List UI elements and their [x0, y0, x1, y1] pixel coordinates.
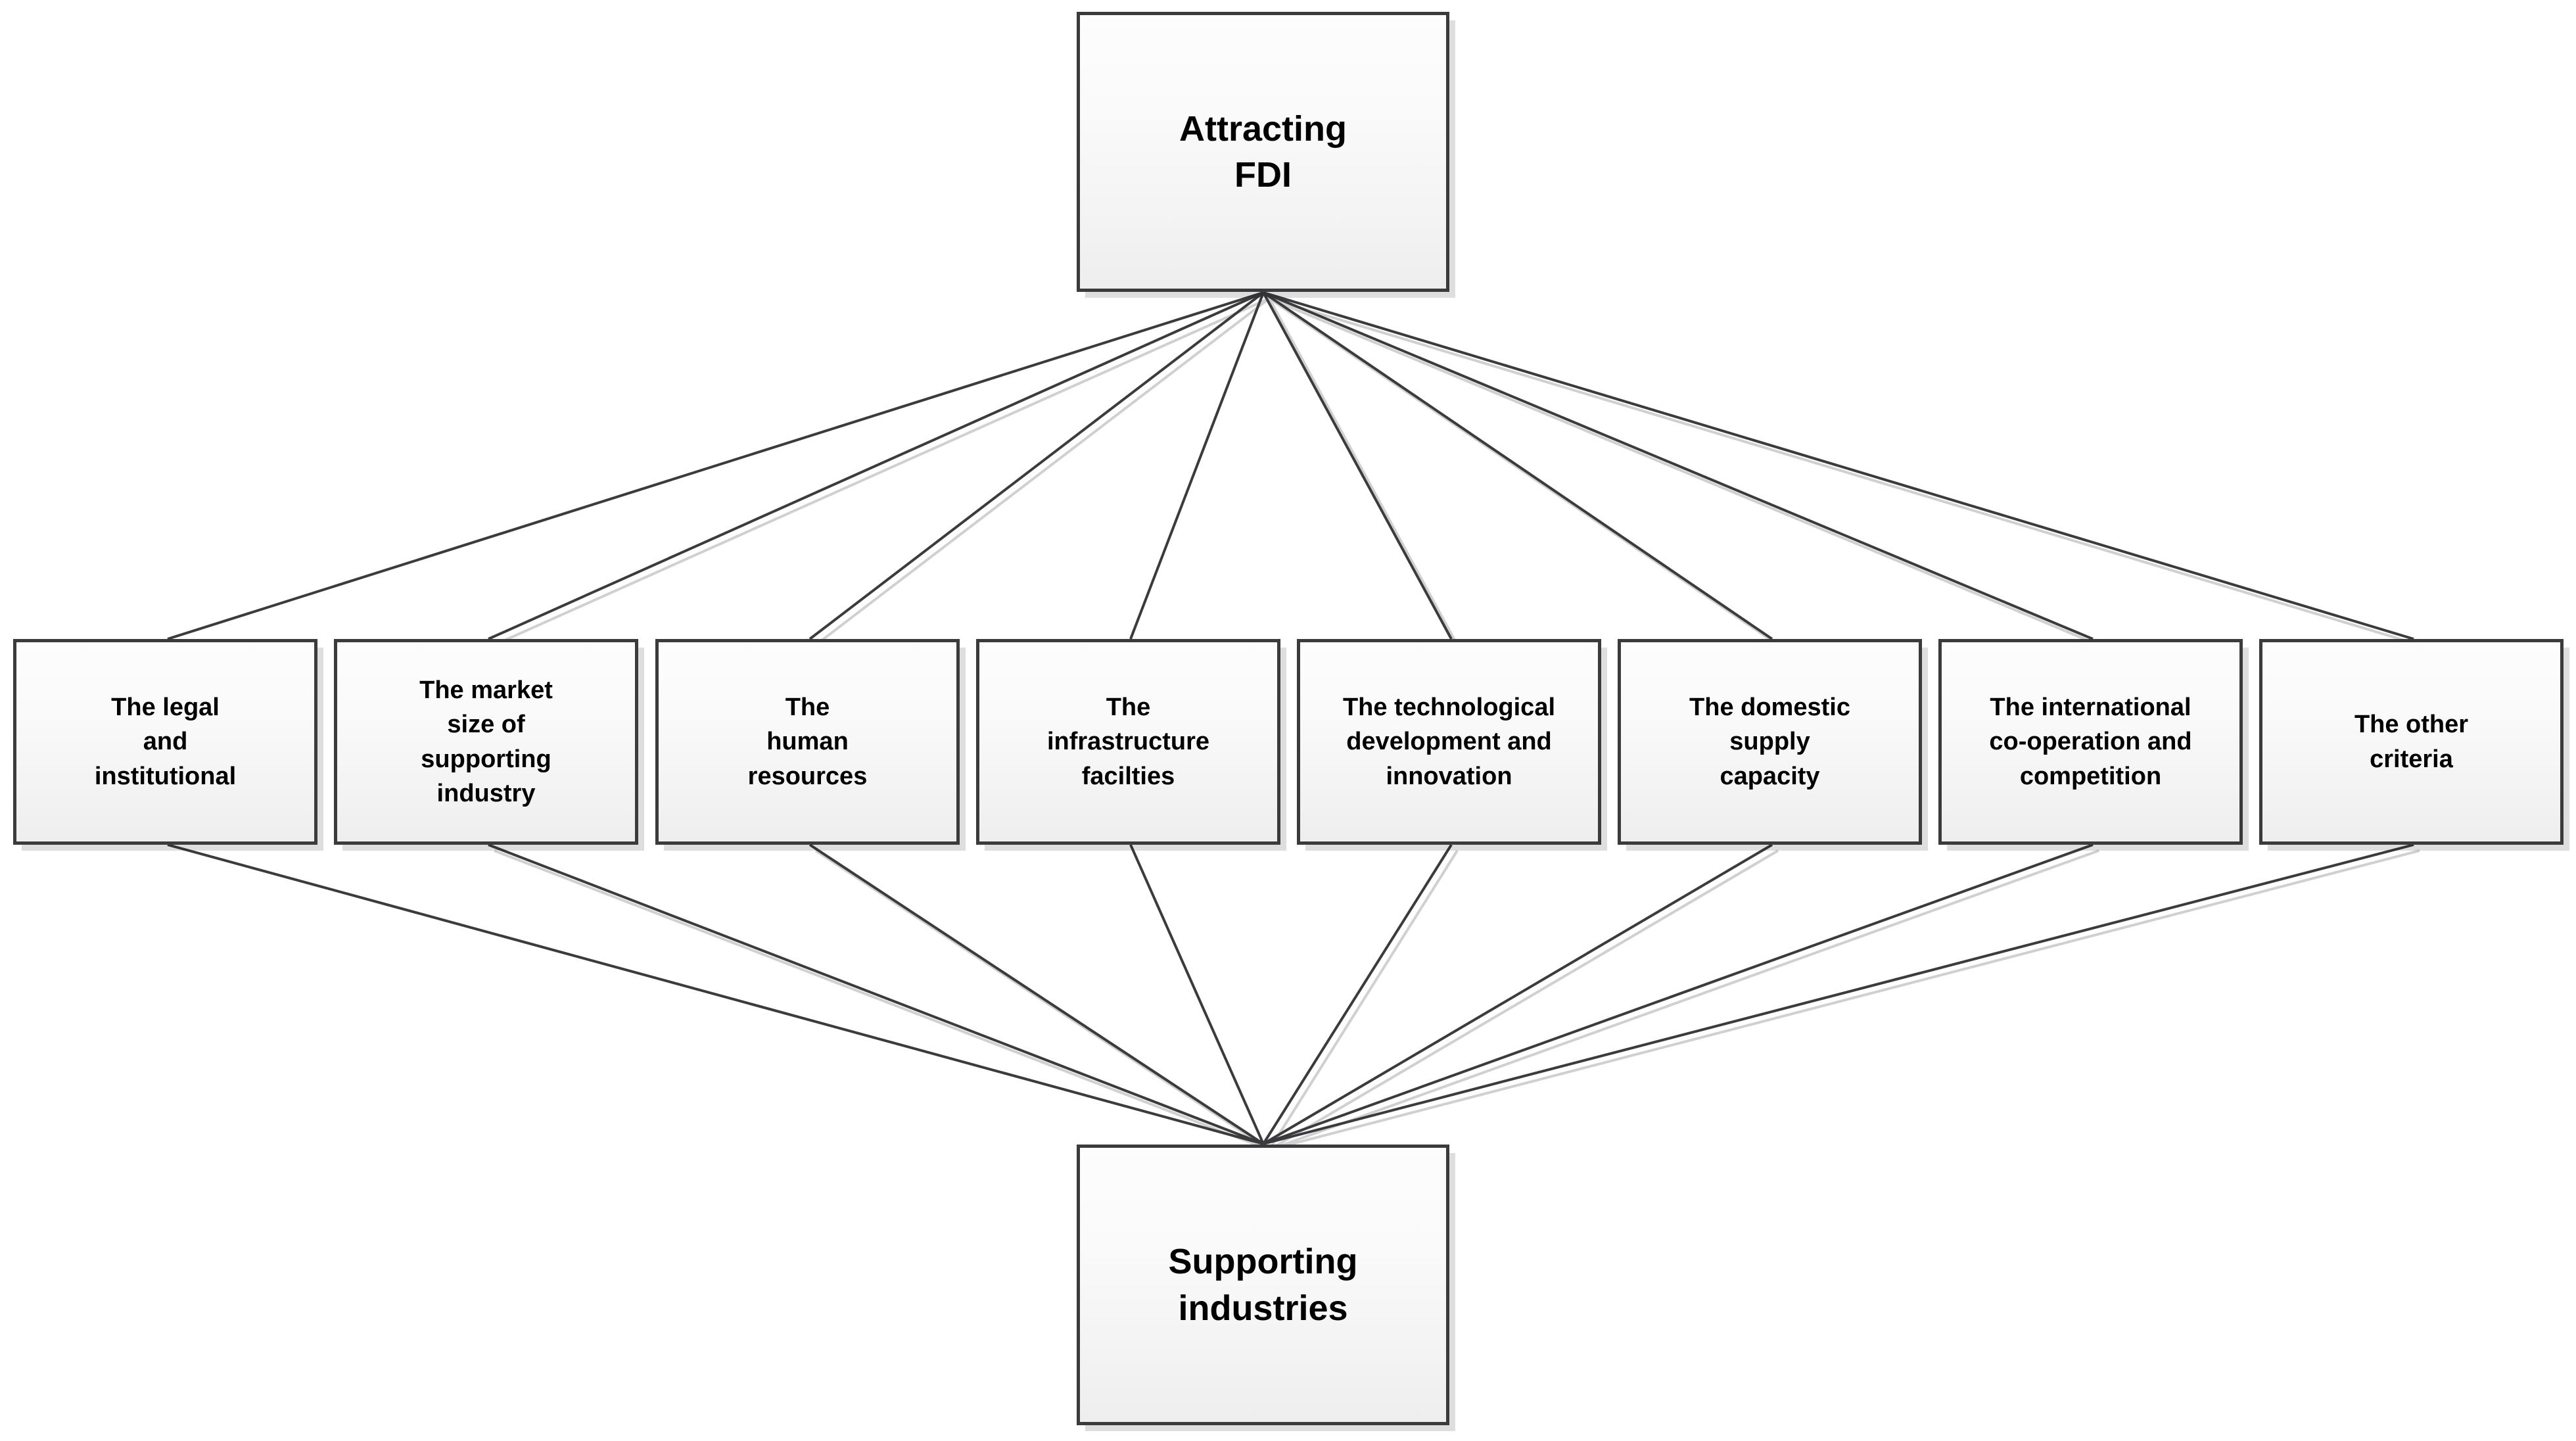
node-technological-dev[interactable]: The technological development and innova…: [1297, 639, 1601, 845]
node-international-coop[interactable]: The international co-operation and compe…: [1938, 639, 2243, 845]
node-domestic-supply-label: The domestic supply capacity: [1689, 693, 1850, 790]
connector-shadow-bottom-technological-dev: [1268, 849, 1459, 1151]
connector-bottom-other-criteria: [1263, 843, 2414, 1145]
connector-shadow-bottom-market-size: [494, 849, 1270, 1151]
connector-shadow-bottom-human-resources: [814, 849, 1271, 1151]
node-supporting-industries-label: Supporting industries: [1168, 1242, 1358, 1328]
node-domestic-supply[interactable]: The domestic supply capacity: [1618, 639, 1922, 845]
connector-top-domestic-supply: [1262, 291, 1773, 640]
connector-top-human-resources: [808, 291, 1265, 640]
connector-shadow-bottom-other-criteria: [1269, 849, 2420, 1151]
connector-top-legal-institutional: [167, 291, 1264, 640]
connector-shadow-top-international-coop: [1269, 297, 2099, 646]
connector-bottom-infrastructure: [1129, 844, 1265, 1145]
connector-bottom-domestic-supply: [1262, 843, 1773, 1145]
node-other-criteria[interactable]: The other criteria: [2259, 639, 2564, 845]
connector-shadow-bottom-domestic-supply: [1268, 849, 1779, 1151]
node-infrastructure-label: The infrastructure facilties: [1046, 693, 1210, 790]
connector-top-technological-dev: [1262, 292, 1453, 640]
connector-bottom-technological-dev: [1262, 843, 1453, 1145]
connector-bottom-market-size: [488, 843, 1264, 1145]
connector-bottom-human-resources: [808, 843, 1265, 1145]
node-legal-institutional-label: The legal and institutional: [94, 693, 237, 790]
node-other-criteria-label: The other criteria: [2354, 711, 2469, 773]
node-international-coop-label: The international co-operation and compe…: [1989, 693, 2192, 790]
connector-top-infrastructure: [1129, 292, 1265, 640]
connector-shadow-bottom-international-coop: [1269, 849, 2099, 1151]
connector-top-market-size: [488, 291, 1264, 640]
node-technological-dev-label: The technological development and innova…: [1342, 693, 1556, 790]
node-market-size-label: The market size of supporting industry: [419, 676, 553, 807]
connector-shadow-top-human-resources: [814, 297, 1271, 646]
node-legal-institutional[interactable]: The legal and institutional: [13, 639, 317, 845]
connector-top-international-coop: [1263, 291, 2094, 640]
connector-bottom-legal-institutional: [167, 843, 1264, 1145]
connector-shadow-top-technological-dev: [1268, 298, 1459, 646]
node-human-resources-label: The human resources: [747, 693, 868, 790]
node-supporting-industries[interactable]: Supporting industries: [1077, 1145, 1449, 1425]
connector-bottom-international-coop: [1263, 843, 2094, 1145]
node-attracting-fdi-label: Attracting FDI: [1179, 108, 1347, 195]
node-attracting-fdi[interactable]: Attracting FDI: [1077, 12, 1449, 292]
connector-shadow-top-domestic-supply: [1268, 297, 1779, 646]
node-market-size[interactable]: The market size of supporting industry: [334, 639, 638, 845]
connector-top-other-criteria: [1263, 291, 2414, 640]
connector-shadow-top-market-size: [494, 297, 1270, 646]
connector-shadow-top-other-criteria: [1269, 297, 2420, 646]
node-human-resources[interactable]: The human resources: [655, 639, 960, 845]
node-infrastructure[interactable]: The infrastructure facilties: [976, 639, 1280, 845]
